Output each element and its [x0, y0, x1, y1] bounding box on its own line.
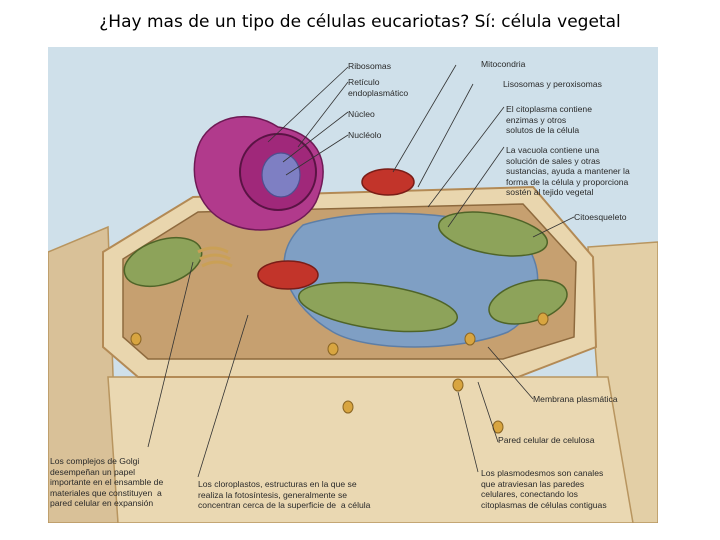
- label-mitocondria: Mitocondria: [481, 59, 526, 69]
- nucleolus: [261, 152, 301, 198]
- golgi-complex: [197, 246, 233, 268]
- chloroplast-bottom: [297, 281, 459, 333]
- label-citoplasma: El citoplasma contiene enzimas y otros s…: [506, 104, 592, 135]
- chloroplast-right: [488, 279, 568, 325]
- plasmodesmata: [130, 312, 549, 434]
- plant-cell-illustration: [48, 64, 658, 523]
- label-citoesqueleto: Citoesqueleto: [574, 212, 627, 222]
- label-nucleolo: Nucléolo: [348, 130, 382, 140]
- label-reticulo: Retículo endoplasmático: [348, 77, 409, 98]
- label-pared: Pared celular de celulosa: [498, 435, 595, 445]
- mitochondrion-top: [361, 168, 415, 196]
- label-vacuola: La vacuola contiene una solución de sale…: [506, 145, 630, 197]
- plant-cell-figure: Ribosomas Retículo endoplasmático Núcleo…: [48, 47, 658, 523]
- slide-title: ¿Hay mas de un tipo de células eucariota…: [99, 12, 621, 32]
- label-membrana: Membrana plasmática: [533, 394, 618, 404]
- leader-lines: [147, 64, 575, 478]
- label-plasmodesmos: Los plasmodesmos son canales que atravie…: [481, 468, 607, 510]
- label-cloroplastos: Los cloroplastos, estructuras en la que …: [198, 479, 371, 510]
- label-golgi: Los complejos de Golgi desempeñan un pap…: [50, 456, 164, 508]
- label-lisosomas: Lisosomas y peroxisomas: [503, 79, 602, 89]
- mitochondrion-bottom: [257, 260, 319, 290]
- chloroplast-top-right: [437, 211, 549, 257]
- label-ribosomas: Ribosomas: [348, 61, 391, 71]
- label-nucleo: Núcleo: [348, 109, 375, 119]
- neighbour-cell-left: [48, 225, 119, 523]
